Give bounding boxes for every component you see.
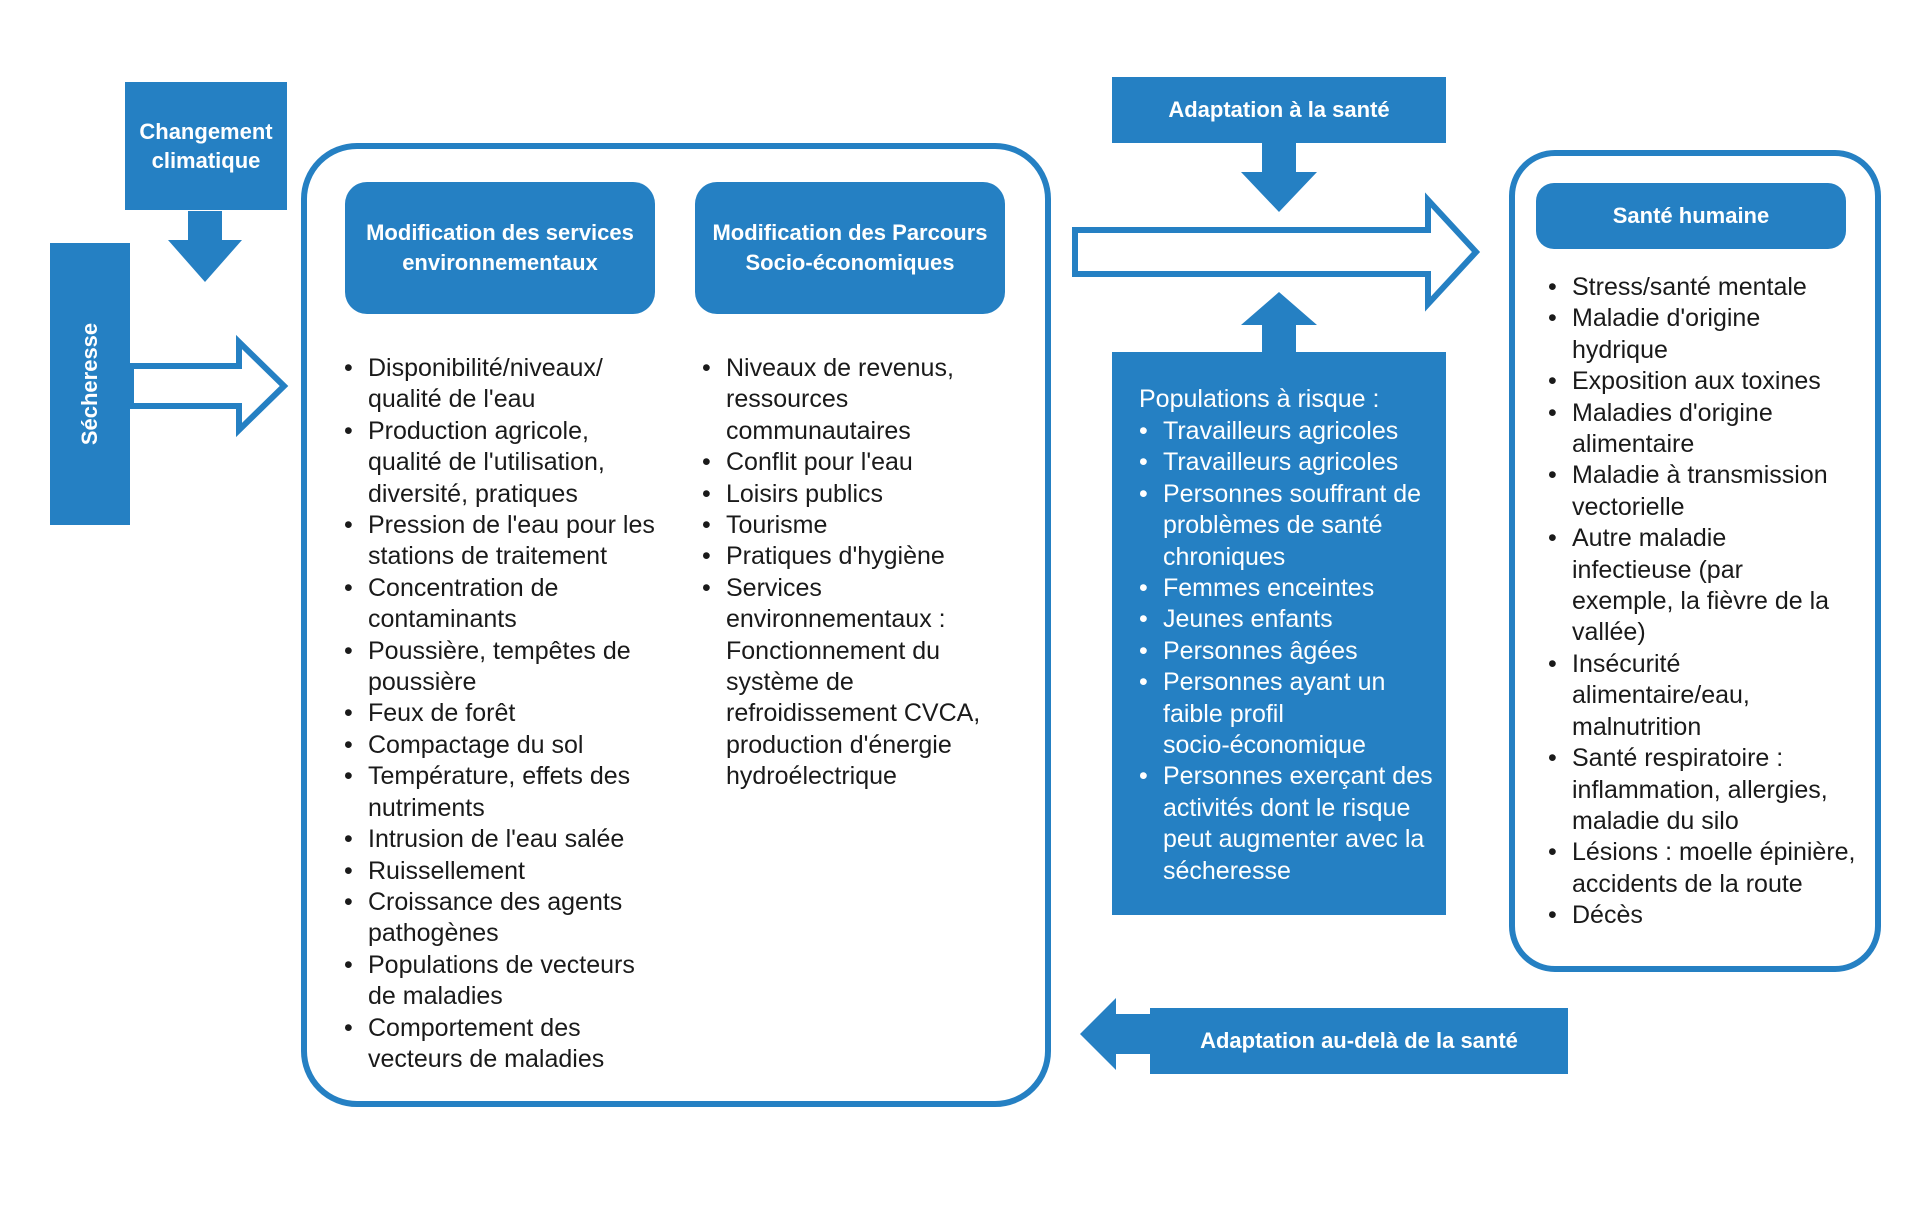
list-item: Conflit pour l'eau [702, 447, 1022, 479]
drought-label: Sécheresse [77, 322, 103, 446]
list-item: Concentration de contaminants [344, 573, 674, 636]
socioeconomic-list: Niveaux de revenus, ressources communaut… [702, 353, 1022, 793]
list-item: Poussière, tempêtes de poussière [344, 636, 674, 699]
list-item: Intrusion de l'eau salée [344, 824, 674, 856]
list-item: Croissance des agents pathogènes [344, 887, 674, 950]
list-item: Ruissellement [344, 856, 674, 888]
human-health-header: Santé humaine [1536, 183, 1846, 249]
list-item: Santé respiratoire : inflammation, aller… [1548, 743, 1878, 837]
list-item: Travailleurs agricoles [1139, 447, 1439, 479]
list-item: Stress/santé mentale [1548, 272, 1878, 304]
list-item: Femmes enceintes [1139, 573, 1439, 605]
beyond-health-adaptation-box: Adaptation au-delà de la santé [1150, 1008, 1568, 1074]
list-item: Personnes exerçant des activités dont le… [1139, 761, 1439, 887]
list-item: Exposition aux toxines [1548, 366, 1878, 398]
list-item: Feux de forêt [344, 698, 674, 730]
list-item: Température, effets des nutriments [344, 761, 674, 824]
list-item: Loisirs publics [702, 479, 1022, 511]
risk-populations-list: Travailleurs agricoles Travailleurs agri… [1139, 416, 1439, 887]
list-item: Services environnementaux : Fonctionneme… [702, 573, 1022, 793]
socioeconomic-header: Modification des Parcours Socio-économiq… [695, 182, 1005, 314]
list-item: Pression de l'eau pour les stations de t… [344, 510, 674, 573]
health-adaptation-box: Adaptation à la santé [1112, 77, 1446, 143]
socioeconomic-title: Modification des Parcours Socio-économiq… [712, 220, 988, 275]
list-item: Tourisme [702, 510, 1022, 542]
human-health-title: Santé humaine [1612, 203, 1770, 228]
list-item: Personnes ayant un faible profil socio-é… [1139, 667, 1439, 761]
environmental-services-header: Modification des services environnementa… [345, 182, 655, 314]
risk-populations-heading: Populations à risque : [1139, 385, 1380, 413]
health-adaptation-arrow [1241, 143, 1317, 212]
list-item: Populations de vecteurs de maladies [344, 950, 674, 1013]
drought-arrow [128, 334, 289, 438]
list-item: Disponibilité/niveaux/ qualité de l'eau [344, 353, 674, 416]
list-item: Niveaux de revenus, ressources communaut… [702, 353, 1022, 447]
list-item: Autre maladie infectieuse (par exemple, … [1548, 523, 1878, 649]
human-health-list: Stress/santé mentale Maladie d'origine h… [1548, 272, 1878, 932]
climate-change-box: Changement climatique [125, 82, 287, 210]
list-item: Maladie à transmission vectorielle [1548, 460, 1878, 523]
main-to-health-arrow [1072, 192, 1481, 312]
list-item: Insécurité alimentaire/eau, malnutrition [1548, 649, 1878, 743]
list-item: Pratiques d'hygiène [702, 541, 1022, 573]
list-item: Comportement des vecteurs de maladies [344, 1013, 674, 1076]
climate-change-label: Changement climatique [139, 119, 273, 173]
list-item: Maladie d'origine hydrique [1548, 303, 1878, 366]
health-adaptation-label: Adaptation à la santé [1168, 97, 1390, 122]
list-item: Personnes souffrant de problèmes de sant… [1139, 479, 1439, 573]
drought-box: Sécheresse [50, 243, 130, 525]
environmental-services-title: Modification des services environnementa… [366, 220, 634, 275]
list-item: Compactage du sol [344, 730, 674, 762]
list-item: Travailleurs agricoles [1139, 416, 1439, 448]
environmental-services-list: Disponibilité/niveaux/ qualité de l'eau … [344, 353, 674, 1075]
beyond-health-arrow-head [1080, 998, 1150, 1070]
list-item: Personnes âgées [1139, 636, 1439, 668]
list-item: Décès [1548, 900, 1878, 932]
list-item: Production agricole, qualité de l'utilis… [344, 416, 674, 510]
climate-change-arrow [168, 211, 242, 282]
beyond-health-adaptation-label: Adaptation au-delà de la santé [1200, 1028, 1518, 1053]
list-item: Jeunes enfants [1139, 604, 1439, 636]
list-item: Maladies d'origine alimentaire [1548, 398, 1878, 461]
list-item: Lésions : moelle épinière, accidents de … [1548, 837, 1878, 900]
risk-populations-arrow [1241, 292, 1317, 354]
